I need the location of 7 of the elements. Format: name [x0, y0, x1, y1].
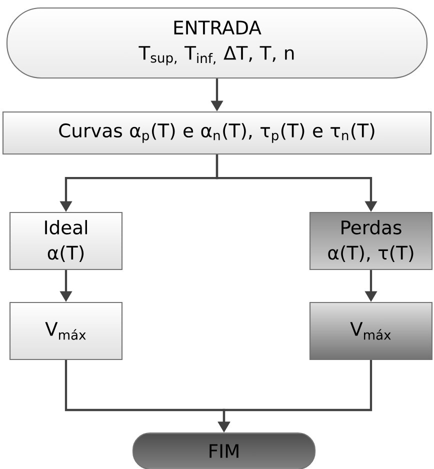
output-box: V$_{máx}$ — [309, 302, 433, 360]
output-box: V$_{máx}$ — [9, 302, 123, 360]
process-box: Curvas α$_{p}$(T) e α$_{n}$(T), τ$_{p}$(T) e τ$_{n}$(T) — [2, 111, 432, 155]
process-box: Perdas α(T), τ(T) — [309, 212, 433, 270]
process-box: Ideal α(T) — [9, 212, 123, 270]
start-terminator: ENTRADA T$_{sup,}$ T$_{inf,}$ ΔT, T, n — [6, 7, 428, 79]
end-terminator: FIM — [132, 432, 316, 469]
